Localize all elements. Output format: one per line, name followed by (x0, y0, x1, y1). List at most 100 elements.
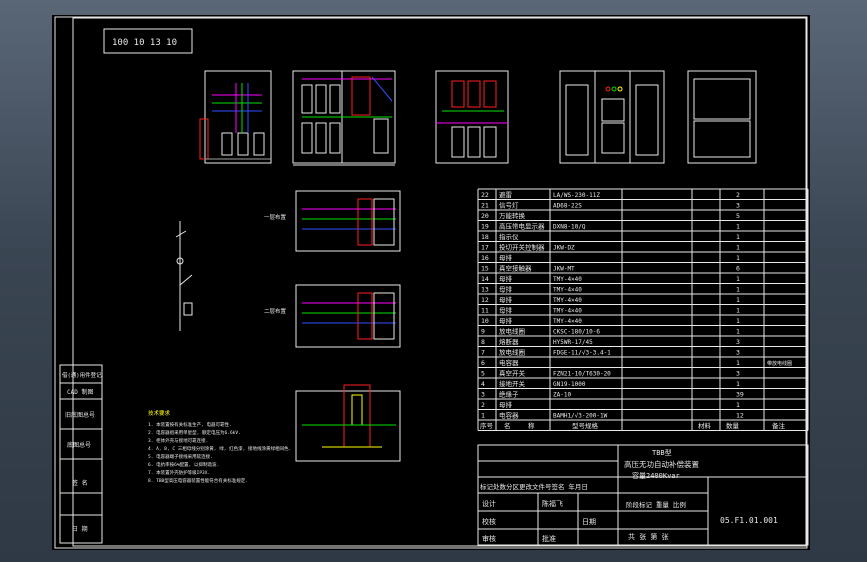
bom-header-cell: 名 (504, 421, 511, 430)
bom-header-cell: 称 (528, 421, 535, 430)
bom-row-qty: 1 (736, 307, 740, 315)
bom-row-no: 18 (481, 233, 489, 241)
outer-border (54, 16, 808, 549)
bom-row-qty: 39 (736, 391, 744, 399)
bom-row-name: 母排 (499, 285, 513, 294)
bom-header-cell: 备注 (772, 421, 786, 430)
bom-row-qty: 5 (736, 212, 740, 220)
notes-line-4: 5. 电容器端子接线采用软连接. (148, 453, 213, 460)
bom-row-qty: 1 (736, 296, 740, 304)
stamp-label-2: 旧底图总号 (65, 411, 95, 419)
bom-row-name: 熔断器 (499, 337, 519, 346)
plan-label-top: 一层布置 (264, 213, 287, 221)
bom-row-no: 16 (481, 254, 489, 262)
side-view-cabinet (687, 70, 757, 164)
bom-row-no: 9 (481, 328, 485, 336)
bom-row-name: 接地开关 (499, 379, 526, 388)
bom-row-name: 电容器 (499, 358, 519, 367)
notes-line-1: 2. 电容器组采用单星型, 额定电压为6.6kV. (148, 429, 241, 436)
notes-title: 技术要求 (148, 409, 171, 417)
elevation-view-1 (199, 70, 272, 164)
bom-row-spec: DXN8-10/Q (553, 224, 586, 231)
bom-row-qty: 6 (736, 265, 740, 273)
bom-row-no: 20 (481, 212, 489, 220)
drawing-number-box (103, 28, 193, 54)
bom-row-qty: 1 (736, 233, 740, 241)
plan-label-bottom: 二层布置 (264, 307, 287, 315)
left-stamp-column: 借(通)用件登记 CAD 制图 旧底图总号 底图总号 签 名 日 期 (59, 364, 103, 544)
stamp-label-1: CAD 制图 (67, 388, 93, 396)
bom-row-name: 真空开关 (499, 369, 526, 378)
revision-header: 标记处数分区更改文件号签名 年月日 (480, 482, 588, 491)
bom-row-spec: FZN21-10/T630-20 (553, 371, 611, 378)
bom-row-no: 10 (481, 317, 489, 325)
bom-row-qty: 1 (736, 286, 740, 294)
bom-row-spec: JKW-DZ (553, 245, 575, 252)
bom-row-qty: 12 (736, 412, 744, 420)
bom-row-spec: HY5WR-17/45 (553, 339, 593, 346)
bom-row-spec: JKW-MT (553, 266, 575, 273)
stage-header: 阶段标记 重量 比例 (626, 500, 686, 509)
bom-row-name: 母排 (499, 253, 513, 262)
single-line-diagram (175, 221, 193, 331)
elevation-view-2 (292, 70, 396, 166)
title-block: TBB型 高压无功自动补偿装置 容量2400Kvar 标记处数分区更改文件号签名… (477, 444, 809, 546)
bom-row-qty: 1 (736, 401, 740, 409)
bom-row-no: 6 (481, 359, 485, 367)
bom-row-qty: 3 (736, 370, 740, 378)
notes-line-7: 8. TBB型高压电容器装置性能符合有关标准规定. (148, 477, 248, 484)
bom-row-qty: 3 (736, 338, 740, 346)
bom-row-spec: CKSC-180/10-6 (553, 329, 600, 336)
bom-row-no: 22 (481, 191, 489, 199)
bom-row-spec: TMY-4×40 (553, 287, 582, 294)
drawing-code: 05.F1.01.001 (720, 516, 778, 525)
notes-line-6: 7. 本装置外壳防护等级IP3X. (148, 469, 210, 476)
bom-row-name: 万能转换 (499, 211, 526, 220)
technical-notes: 技术要求 1. 本装置按有关标准生产, 电器可靠性. 2. 电容器组采用单星型,… (148, 409, 291, 484)
bom-row-qty: 1 (736, 244, 740, 252)
bom-row-spec: AD68-22S (553, 203, 582, 210)
bom-row-name: 母排 (499, 306, 513, 315)
bom-header-cell: 序号 (480, 421, 494, 430)
bom-row-name: 电容器 (499, 411, 519, 420)
row-date: 日期 (582, 518, 596, 526)
bom-row-name: 母排 (499, 274, 513, 283)
notes-line-0: 1. 本装置按有关标准生产, 电器可靠性. (148, 421, 232, 428)
bom-row-name: 信号灯 (499, 201, 519, 210)
bom-row-qty: 2 (736, 191, 740, 199)
bom-row-qty: 3 (736, 349, 740, 357)
bom-row-no: 7 (481, 349, 485, 357)
bom-header-cell: 材料 (698, 421, 712, 430)
bom-row-spec: GN19-1000 (553, 381, 586, 388)
title-line-3: 容量2400Kvar (632, 471, 680, 480)
bom-row-qty: 1 (736, 223, 740, 231)
bom-row-spec: TMY-4×40 (553, 318, 582, 325)
bom-row-qty: 1 (736, 328, 740, 336)
bom-row-no: 4 (481, 380, 485, 388)
notes-line-2: 3. 柜体外壳与接地可靠连接. (148, 437, 208, 444)
elevation-view-3 (435, 70, 509, 164)
bom-row-spec: TMY-4×40 (553, 297, 582, 304)
bom-row-qty: 1 (736, 275, 740, 283)
row-review: 审核 (482, 534, 496, 543)
plan-view-top: 一层布置 (264, 190, 401, 252)
bom-row-spec: FDGE-11/√3-3.4-1 (553, 350, 611, 357)
stamp-label-3: 底图总号 (67, 441, 91, 449)
bom-header-cell: 型号规格 (572, 421, 599, 430)
bom-row-no: 19 (481, 223, 489, 231)
bom-row-no: 11 (481, 307, 489, 315)
foundation-plan (295, 384, 401, 462)
bom-row-qty: 1 (736, 254, 740, 262)
row-approve: 批准 (542, 534, 556, 543)
bom-row-note: 带放电线圈 (767, 360, 792, 367)
bom-row-qty: 1 (736, 359, 740, 367)
bom-row-no: 12 (481, 296, 489, 304)
bom-header-cell: 数量 (726, 421, 740, 430)
bom-row-name: 母排 (499, 295, 513, 304)
bom-row-no: 2 (481, 401, 485, 409)
bom-row-name: 投切开关控制器 (499, 243, 545, 252)
bom-row-spec: BAMH1/√3-200-1W (553, 413, 608, 420)
bom-row-no: 13 (481, 286, 489, 294)
